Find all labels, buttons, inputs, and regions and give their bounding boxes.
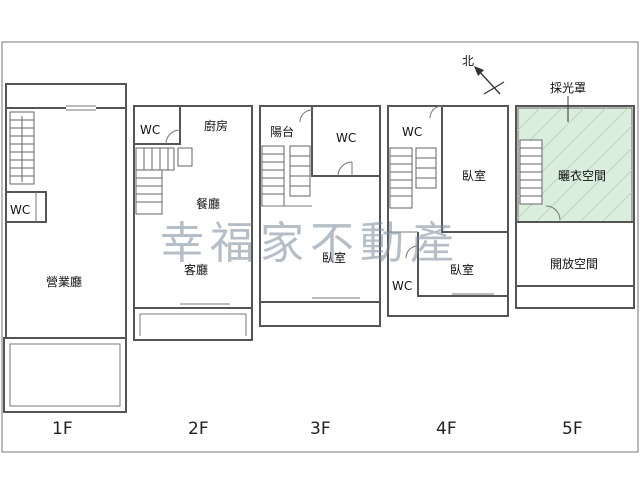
2f-kitchen-label: 廚房	[204, 118, 228, 133]
5f-skylight-label: 採光罩	[550, 81, 586, 95]
stair-4f	[389, 147, 437, 209]
2f-dining-label: 餐廳	[196, 196, 220, 211]
north-label: 北	[462, 54, 474, 68]
2f-wc-label: WC	[140, 123, 160, 137]
floor-4f: WC 臥室 臥室 WC 4F	[387, 105, 509, 439]
5f-laundry-label: 曬衣空間	[558, 168, 606, 183]
floor-1f: WC 營業廳 1F	[3, 83, 127, 439]
1f-hall-label: 營業廳	[46, 274, 82, 289]
floor-2f: WC 廚房 餐廳 客廳 2F	[133, 105, 253, 439]
1f-wc-label: WC	[10, 203, 30, 217]
4f-floor-label: 4F	[436, 419, 457, 439]
frame	[1, 41, 639, 453]
stair-5f	[519, 139, 543, 205]
floor-3f: 陽台 WC 臥室 3F	[259, 105, 381, 439]
2f-floor-label: 2F	[188, 419, 209, 439]
4f-wc-bottom-label: WC	[392, 279, 412, 293]
north-arrow-icon	[474, 66, 484, 76]
compass: 北	[462, 54, 505, 95]
5f-open-label: 開放空間	[550, 256, 598, 271]
4f-wc-top-label: WC	[402, 125, 422, 139]
1f-floor-label: 1F	[52, 419, 73, 439]
3f-floor-label: 3F	[310, 419, 331, 439]
5f-floor-label: 5F	[562, 419, 583, 439]
2f-living-label: 客廳	[184, 262, 208, 277]
3f-balcony-label: 陽台	[270, 124, 294, 139]
watermark-text: 幸福家不動產	[160, 218, 460, 269]
3f-bedroom-label: 臥室	[322, 250, 346, 265]
stair-3f	[261, 145, 311, 207]
stair-1f	[9, 111, 35, 185]
stair-2f	[135, 147, 193, 215]
4f-bedroom-b-label: 臥室	[450, 262, 474, 277]
floor-5f: 採光罩 曬衣空間 開放空間 5F	[515, 81, 635, 439]
4f-bedroom-a-label: 臥室	[462, 168, 486, 183]
3f-wc-label: WC	[336, 131, 356, 145]
